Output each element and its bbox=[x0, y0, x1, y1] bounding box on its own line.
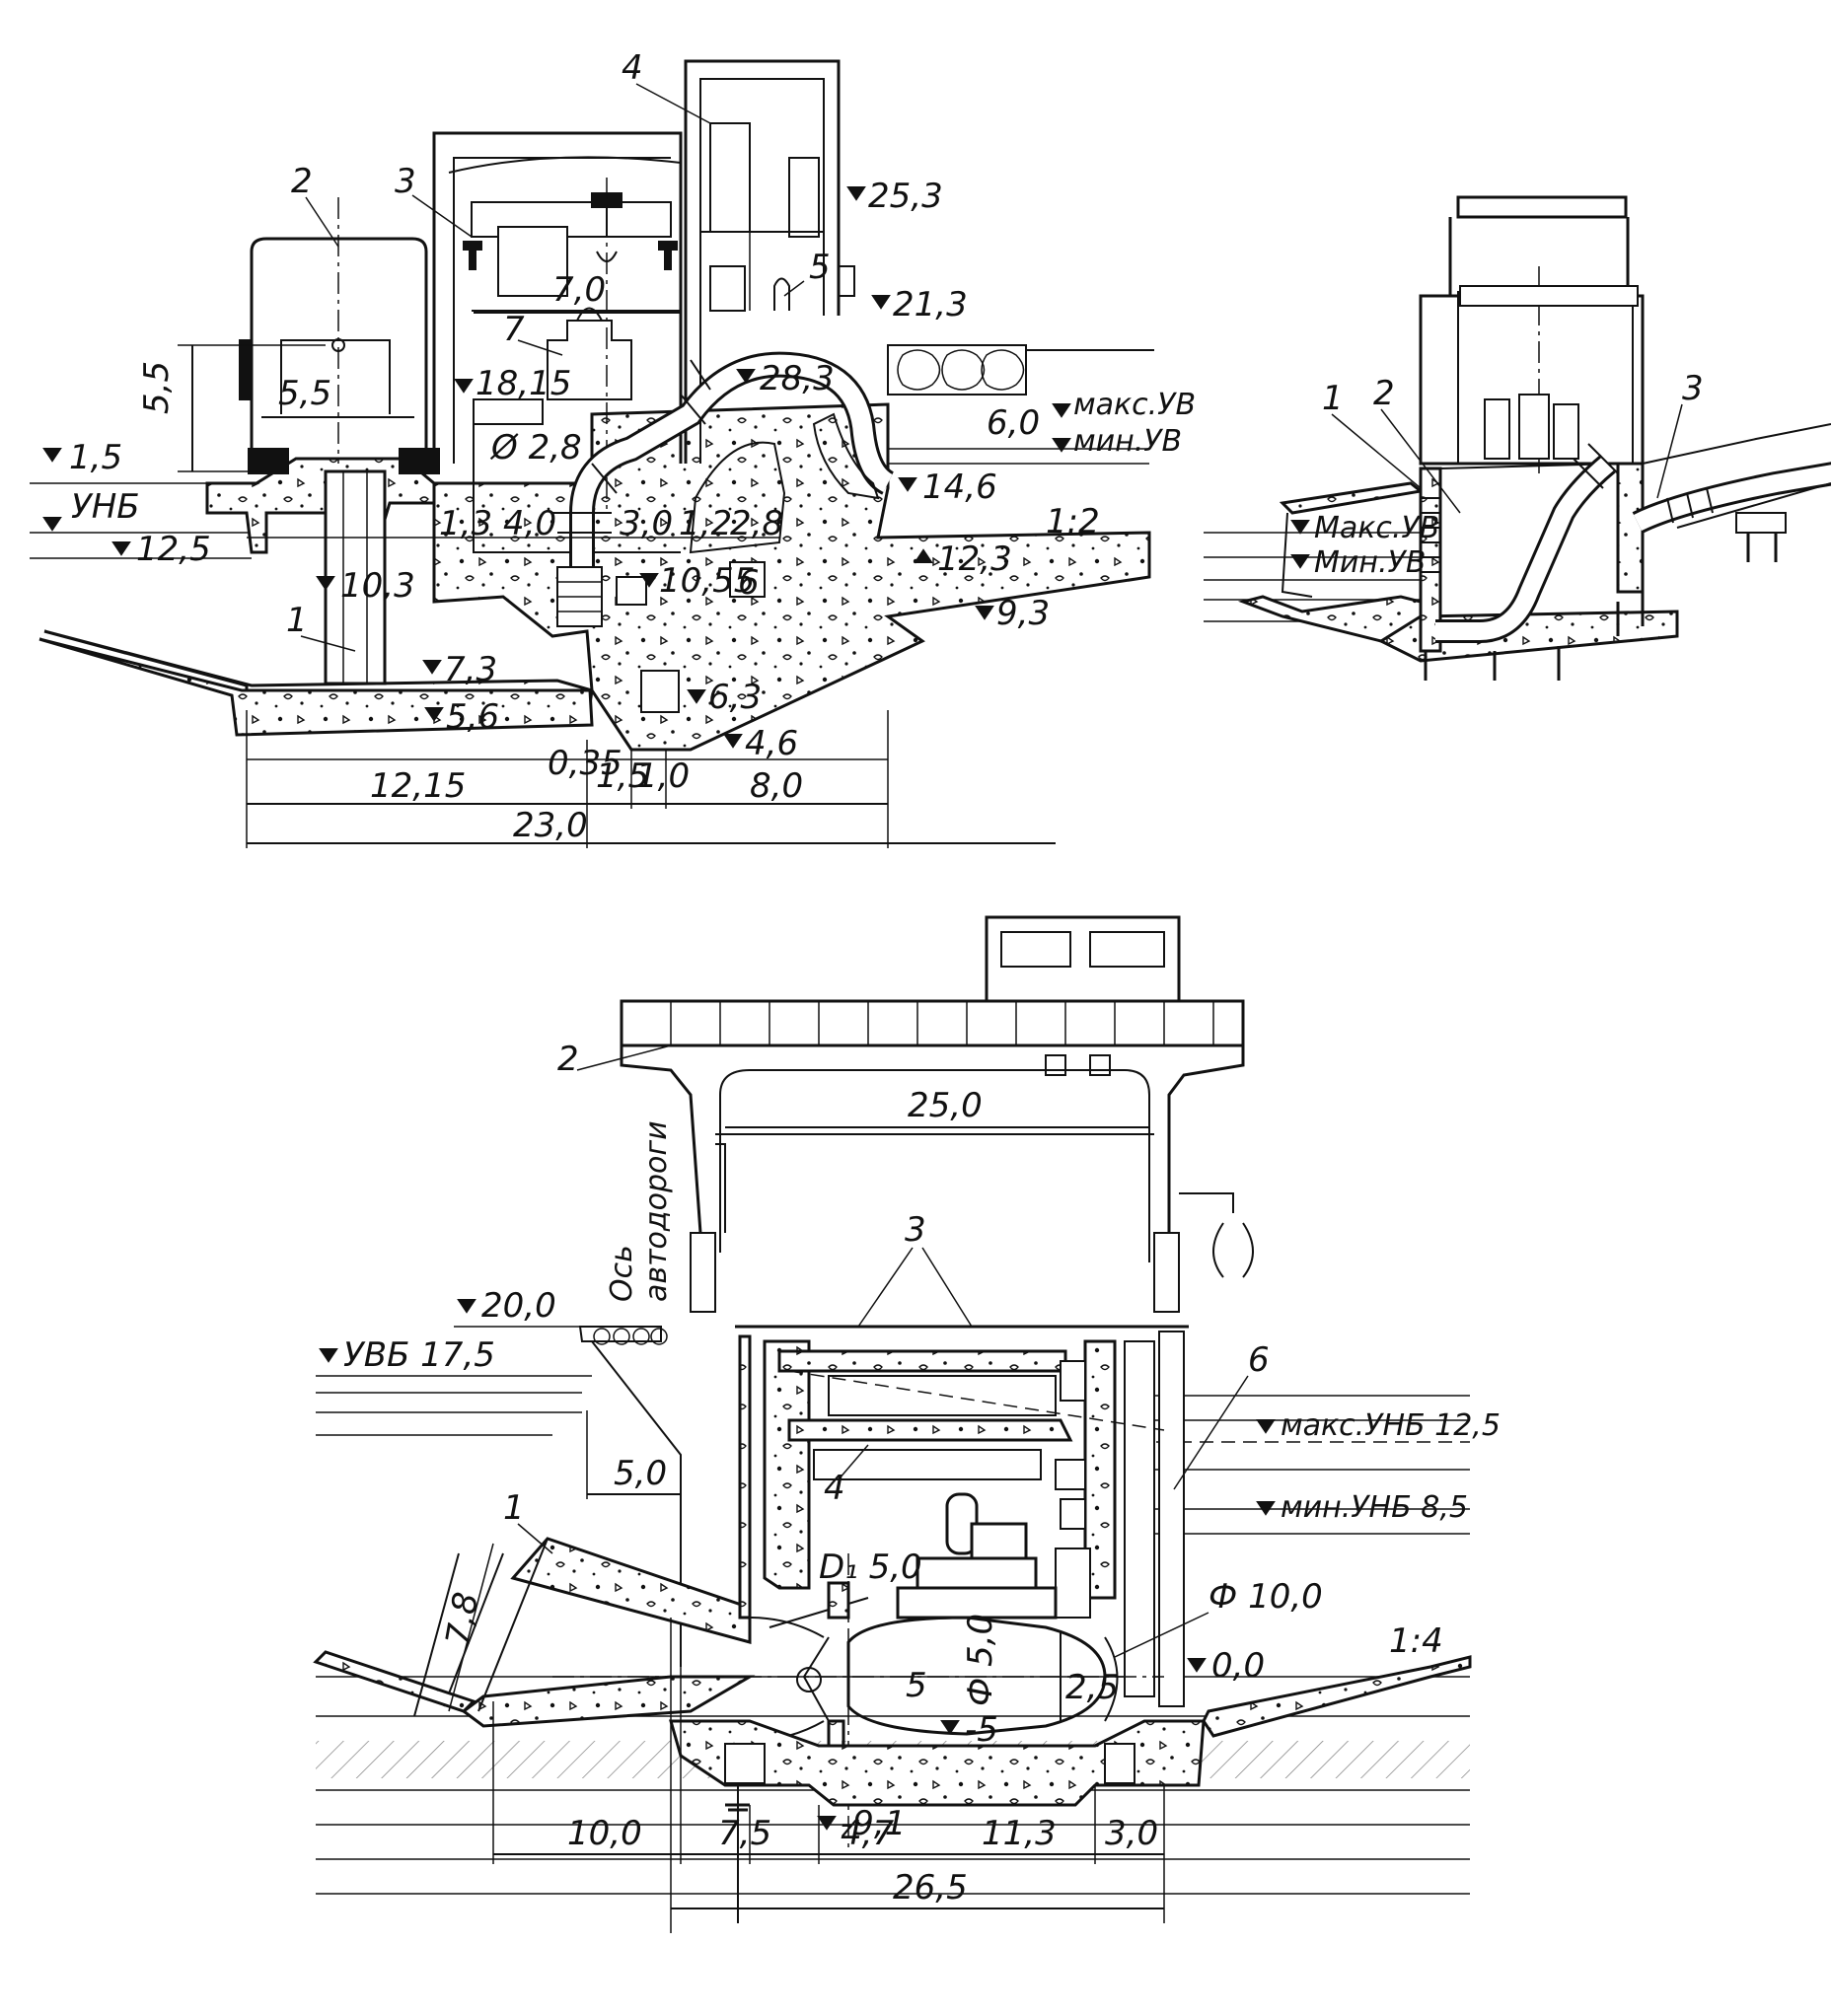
figure-1-section bbox=[30, 59, 1154, 848]
dim-5-5-horizontal: 5,5 bbox=[278, 374, 331, 413]
fig3-dim-4-7: 4,7 bbox=[841, 1814, 894, 1853]
fig3-dim-d1: D₁ 5,0 bbox=[819, 1548, 922, 1587]
fig3-dim-phi-5: Ф 5,0 bbox=[961, 1614, 1000, 1706]
level-4-6: 4,6 bbox=[745, 724, 798, 763]
figure-3-callouts: 1 2 3 4 5 6 bbox=[503, 1040, 1270, 1705]
level-14-6: 14,6 bbox=[922, 468, 997, 507]
level-9-3: 9,3 bbox=[996, 594, 1050, 633]
fig3-callout-1: 1 bbox=[503, 1488, 525, 1528]
fig3-level-minus-5: -5 bbox=[965, 1710, 998, 1750]
level-18-15: 18,15 bbox=[476, 364, 571, 403]
level-12-5: 12,5 bbox=[136, 530, 211, 569]
callout-5: 5 bbox=[809, 248, 831, 287]
dim-12-15: 12,15 bbox=[370, 766, 466, 806]
fig3-dim-2-5: 2,5 bbox=[1065, 1668, 1119, 1707]
callout-7: 7 bbox=[503, 310, 525, 349]
fig2-callout-1: 1 bbox=[1322, 379, 1344, 418]
fig2-level-min-uv: Мин.УВ bbox=[1314, 545, 1426, 580]
fig3-dim-7-5: 7,5 bbox=[718, 1814, 771, 1853]
level-6-3: 6,3 bbox=[708, 678, 762, 717]
level-10-3: 10,3 bbox=[340, 566, 415, 606]
fig3-slope-1-4: 1:4 bbox=[1389, 1621, 1443, 1661]
fig3-dim-5-0: 5,0 bbox=[614, 1454, 667, 1493]
level-12-3: 12,3 bbox=[937, 540, 1012, 579]
level-10-55: 10,55 bbox=[659, 561, 755, 601]
figure-1-levels: 1,5 УНБ 12,5 10,3 7,3 5,6 18,15 10,55 6,… bbox=[42, 177, 1196, 763]
figure-3-section bbox=[313, 915, 1472, 1933]
callout-4: 4 bbox=[622, 48, 643, 88]
dim-3-0: 3,0 bbox=[620, 504, 673, 543]
road-axis-label-1: Ось bbox=[605, 1245, 639, 1302]
level-unb: УНБ bbox=[71, 487, 140, 527]
callout-1: 1 bbox=[286, 601, 308, 640]
callout-6: 6 bbox=[738, 563, 760, 603]
fig3-dim-26-5: 26,5 bbox=[893, 1868, 968, 1908]
figure-3-levels: 20,0 УВБ 17,5 макс.УНБ 12,5 мин.УНБ 8,5 … bbox=[319, 1286, 1501, 1843]
fig3-dim-3-0: 3,0 bbox=[1105, 1814, 1158, 1853]
fig3-dim-25-0: 25,0 bbox=[908, 1086, 983, 1125]
dim-2-8: 2,8 bbox=[730, 504, 783, 543]
figure-1-callouts: 1 2 3 4 5 6 7 bbox=[286, 48, 831, 652]
dim-1-5: 1,5 bbox=[596, 756, 649, 796]
fig3-level-0-0: 0,0 bbox=[1211, 1646, 1265, 1686]
level-1-5: 1,5 bbox=[69, 438, 122, 477]
dim-pipe-diameter: Ø 2,8 bbox=[489, 428, 582, 468]
figure-2-labels: Макс.УВ Мин.УВ 1 2 3 bbox=[1290, 369, 1704, 580]
dim-6-0: 6,0 bbox=[987, 403, 1040, 443]
fig2-level-max-uv: Макс.УВ bbox=[1314, 511, 1439, 545]
callout-2: 2 bbox=[291, 162, 313, 201]
fig3-dim-7-8: 7,8 bbox=[438, 1589, 486, 1648]
dim-1-2: 1,2 bbox=[679, 504, 732, 543]
fig3-dim-phi-10: Ф 10,0 bbox=[1208, 1577, 1323, 1617]
fig3-level-uvb: УВБ 17,5 bbox=[343, 1335, 495, 1375]
fig3-callout-3: 3 bbox=[905, 1210, 926, 1250]
fig3-level-max-unb: макс.УНБ 12,5 bbox=[1281, 1408, 1501, 1443]
figure-3-dimensions: 25,0 5,0 7,8 D₁ 5,0 Ф 5,0 Ф 10,0 2,5 10,… bbox=[438, 1086, 1442, 1908]
level-max-uv: макс.УВ bbox=[1073, 388, 1196, 422]
dim-8-0: 8,0 bbox=[750, 766, 803, 806]
level-28-3: 28,3 bbox=[760, 359, 835, 398]
level-5-6: 5,6 bbox=[446, 697, 499, 737]
figure-1-dimensions: 5,5 5,5 7,0 Ø 2,8 1,3 4,0 3,0 1,2 2,8 6,… bbox=[137, 270, 1100, 845]
callout-3: 3 bbox=[395, 162, 416, 201]
road-axis-label-2: автодороги bbox=[639, 1120, 674, 1302]
fig3-level-min-unb: мин.УНБ 8,5 bbox=[1281, 1490, 1468, 1525]
fig2-callout-3: 3 bbox=[1682, 369, 1704, 408]
level-7-3: 7,3 bbox=[444, 650, 497, 689]
dim-1-0: 1,0 bbox=[636, 756, 690, 796]
fig3-level-20-0: 20,0 bbox=[481, 1286, 556, 1326]
slope-1-2: 1:2 bbox=[1046, 502, 1100, 541]
level-21-3: 21,3 bbox=[893, 285, 968, 324]
level-25-3: 25,3 bbox=[868, 177, 943, 216]
fig3-callout-5: 5 bbox=[906, 1666, 927, 1705]
dim-23-0: 23,0 bbox=[513, 806, 588, 845]
fig3-callout-6: 6 bbox=[1248, 1340, 1270, 1380]
level-min-uv: мин.УВ bbox=[1073, 424, 1182, 459]
fig2-callout-2: 2 bbox=[1373, 374, 1395, 413]
fig3-dim-11-3: 11,3 bbox=[982, 1814, 1057, 1853]
dim-4-0: 4,0 bbox=[503, 504, 556, 543]
dim-0-35: 0,35 bbox=[548, 744, 623, 783]
dim-7-0: 7,0 bbox=[552, 270, 606, 310]
dim-5-5-vertical: 5,5 bbox=[137, 361, 177, 414]
figure-2-section bbox=[1204, 195, 1831, 681]
dim-1-3: 1,3 bbox=[439, 504, 492, 543]
fig3-level-minus-9-1: -9,1 bbox=[841, 1804, 906, 1843]
fig3-dim-10-0: 10,0 bbox=[567, 1814, 642, 1853]
fig3-callout-2: 2 bbox=[557, 1040, 579, 1079]
